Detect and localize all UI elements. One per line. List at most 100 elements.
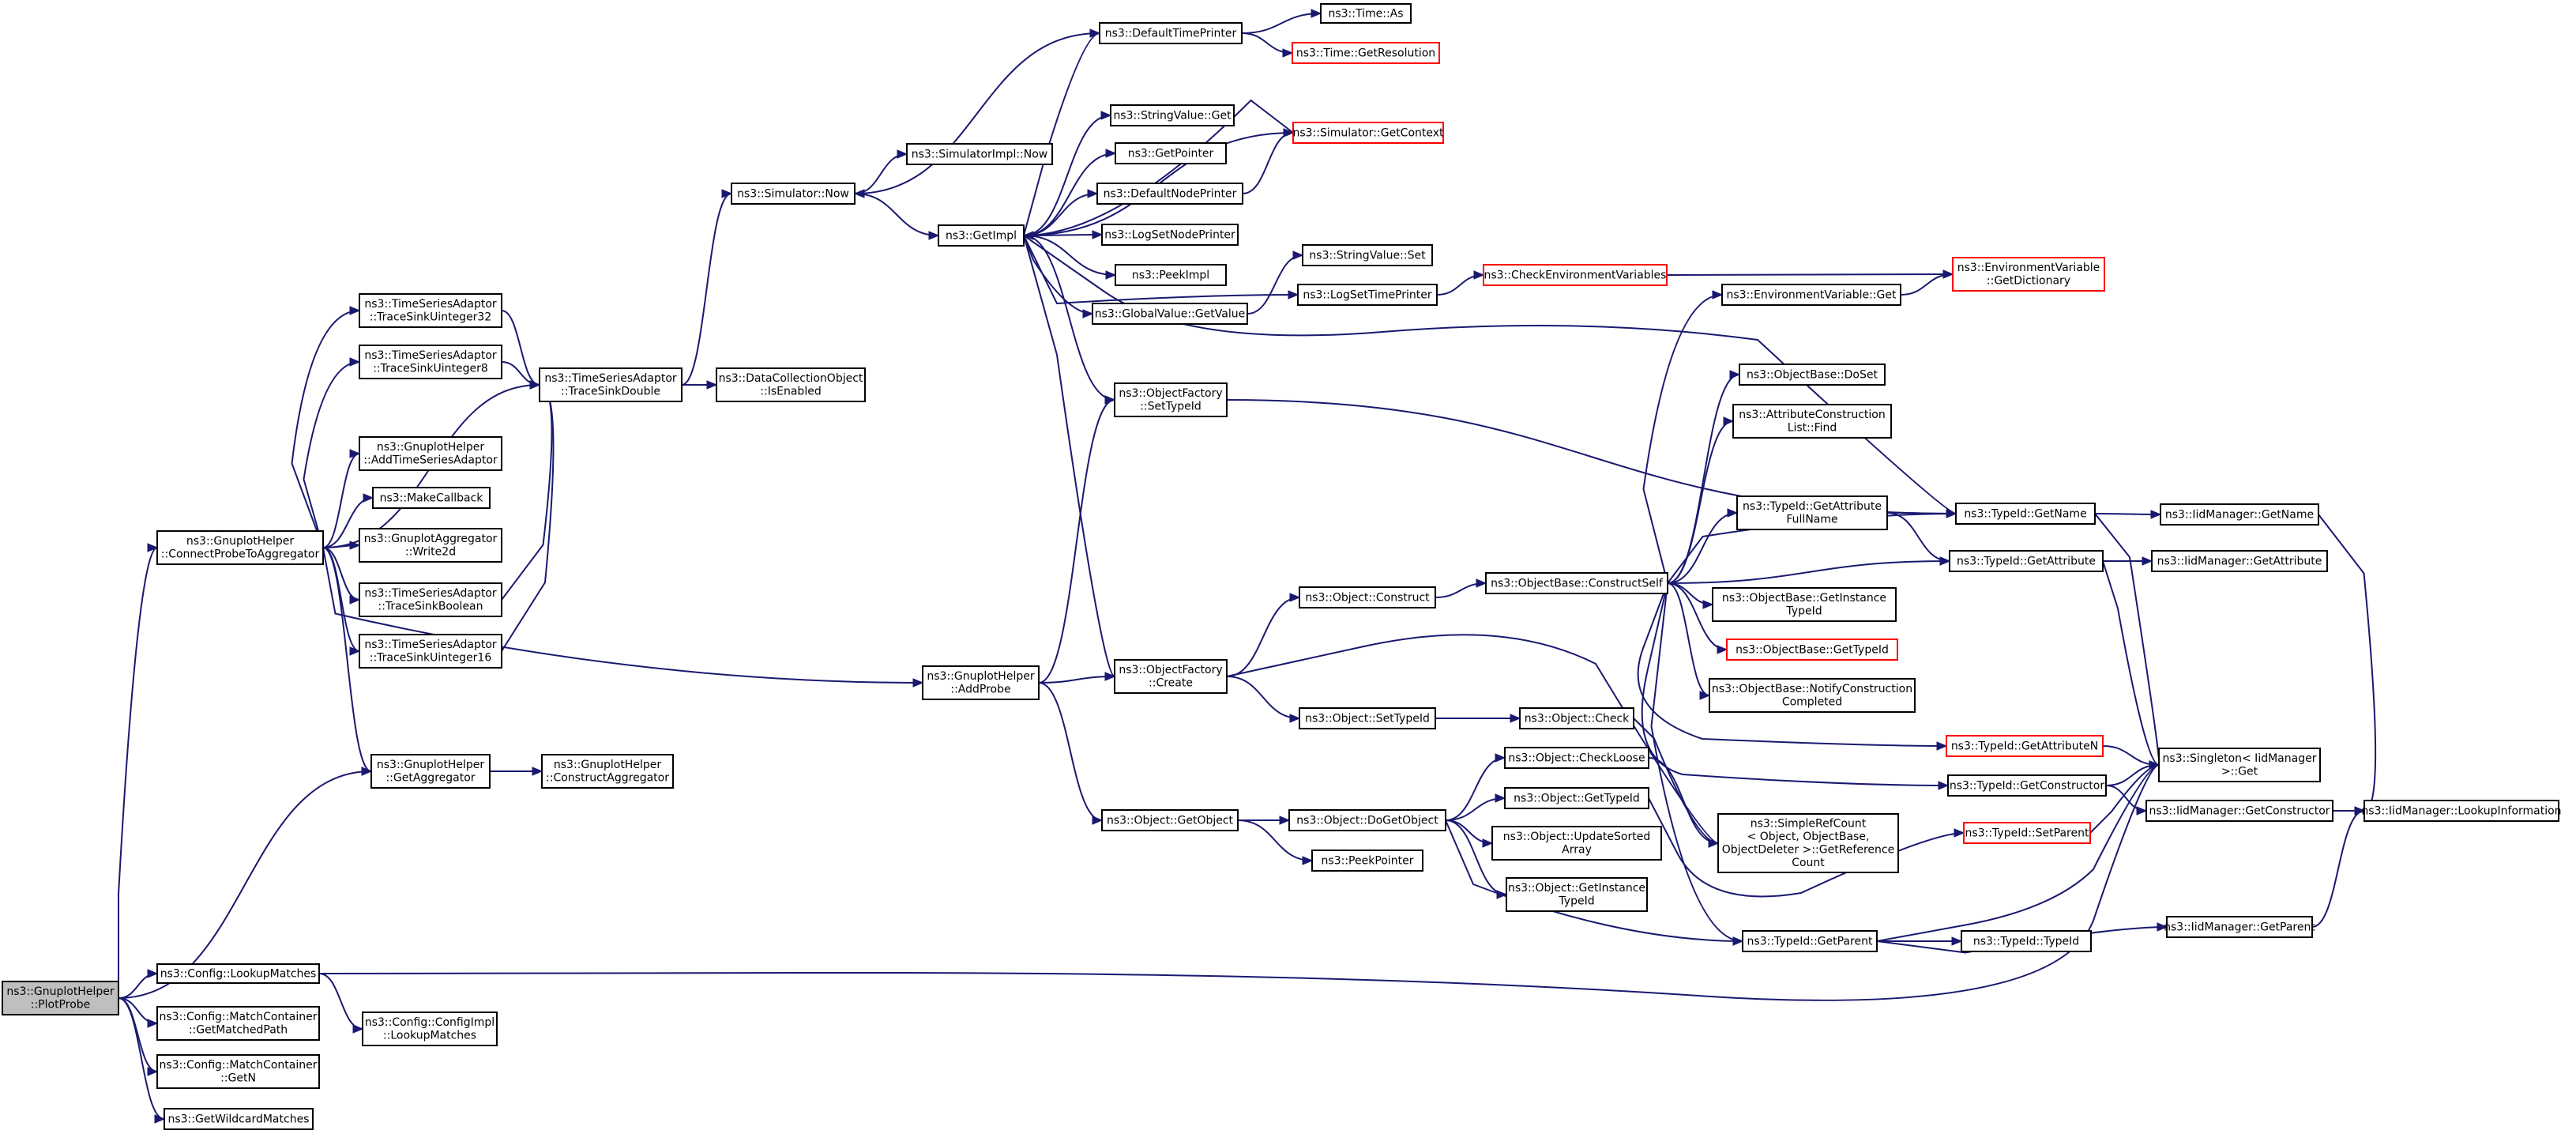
node-typeid-getattribute[interactable]: ns3::TypeId::GetAttribute — [1949, 550, 2104, 572]
node-deftimeprinter[interactable]: ns3::DefaultTimePrinter — [1099, 22, 1243, 44]
node-globalvalue-get[interactable]: ns3::GlobalValue::GetValue — [1092, 303, 1248, 325]
node-checkenv[interactable]: ns3::CheckEnvironmentVariables — [1483, 264, 1668, 286]
node-box — [2, 981, 119, 1015]
node-sim-now[interactable]: ns3::Simulator::Now — [731, 183, 856, 205]
node-box — [1485, 572, 1668, 594]
arrowhead-icon — [2136, 806, 2148, 816]
node-iid-getattribute[interactable]: ns3::IidManager::GetAttribute — [2151, 550, 2328, 572]
node-box — [1961, 930, 2092, 952]
node-envvar-get[interactable]: ns3::EnvironmentVariable::Get — [1721, 284, 1901, 306]
edge-line — [501, 384, 553, 601]
node-logsettimeprinter[interactable]: ns3::LogSetTimePrinter — [1297, 284, 1438, 306]
node-tsa-bool[interactable]: ns3::TimeSeriesAdaptor::TraceSinkBoolean — [359, 582, 502, 617]
node-box — [1115, 264, 1227, 286]
edge-connectprobe-to-write2d — [322, 541, 361, 550]
node-typeid-typeid[interactable]: ns3::TypeId::TypeId — [1961, 930, 2092, 952]
arrowhead-icon — [706, 380, 718, 390]
node-box — [716, 367, 866, 402]
node-plotprobe[interactable]: ns3::GnuplotHelper::PlotProbe — [2, 981, 119, 1015]
node-peekimpl[interactable]: ns3::PeekImpl — [1115, 264, 1227, 286]
arrowhead-icon — [1723, 416, 1735, 426]
node-makecallback[interactable]: ns3::MakeCallback — [372, 487, 491, 509]
node-mc-getn[interactable]: ns3::Config::MatchContainer::GetN — [156, 1054, 320, 1089]
node-connectprobe[interactable]: ns3::GnuplotHelper::ConnectProbeToAggreg… — [156, 530, 324, 565]
node-of-settypeid[interactable]: ns3::ObjectFactory::SetTypeId — [1114, 382, 1228, 417]
arrowhead-icon — [1495, 793, 1506, 803]
node-getpointer[interactable]: ns3::GetPointer — [1115, 142, 1227, 164]
arrowhead-icon — [2354, 806, 2366, 816]
node-typeid-setparent[interactable]: ns3::TypeId::SetParent — [1963, 822, 2091, 844]
node-typeid-getname[interactable]: ns3::TypeId::GetName — [1955, 503, 2096, 525]
arrowhead-icon — [1717, 645, 1728, 654]
node-object-construct[interactable]: ns3::Object::Construct — [1299, 586, 1436, 608]
node-box — [156, 1054, 320, 1089]
node-typeid-getparent[interactable]: ns3::TypeId::GetParent — [1742, 930, 1878, 952]
node-of-create[interactable]: ns3::ObjectFactory::Create — [1114, 659, 1228, 694]
node-stringvalue-set[interactable]: ns3::StringValue::Set — [1302, 244, 1433, 266]
node-label: ns3::GnuplotHelper — [186, 535, 294, 548]
node-logsetnodeprinter[interactable]: ns3::LogSetNodePrinter — [1101, 224, 1239, 246]
node-simplerefcount[interactable]: ns3::SimpleRefCount< Object, ObjectBase,… — [1717, 813, 1899, 873]
node-ob-constructself[interactable]: ns3::ObjectBase::ConstructSelf — [1485, 572, 1668, 594]
node-object-check[interactable]: ns3::Object::Check — [1519, 707, 1634, 729]
edge-line — [1038, 676, 1115, 684]
node-defnodeprinter[interactable]: ns3::DefaultNodePrinter — [1096, 183, 1243, 205]
node-box — [1504, 747, 1649, 769]
node-constructagg[interactable]: ns3::GnuplotHelper::ConstructAggregator — [541, 754, 674, 789]
node-label: Count — [1792, 857, 1825, 869]
node-box — [1320, 3, 1412, 24]
node-typeid-getconstructor[interactable]: ns3::TypeId::GetConstructor — [1947, 774, 2107, 797]
edge-ob-constructself-to-acl-find — [1667, 416, 1735, 584]
node-addprobe[interactable]: ns3::GnuplotHelper::AddProbe — [922, 665, 1040, 700]
node-box — [2145, 800, 2333, 822]
node-getaggregator[interactable]: ns3::GnuplotHelper::GetAggregator — [370, 754, 491, 789]
node-tsa-u32[interactable]: ns3::TimeSeriesAdaptor::TraceSinkUintege… — [359, 293, 502, 328]
node-ob-notify[interactable]: ns3::ObjectBase::NotifyConstructionCompl… — [1709, 678, 1916, 713]
edge-line — [322, 453, 360, 548]
node-getimpl[interactable]: ns3::GetImpl — [938, 224, 1025, 247]
node-peekpointer[interactable]: ns3::PeekPointer — [1311, 850, 1423, 872]
node-getwildcard[interactable]: ns3::GetWildcardMatches — [164, 1108, 314, 1130]
node-label: ::TraceSinkUinteger16 — [370, 652, 492, 665]
node-dco-isenabled[interactable]: ns3::DataCollectionObject::IsEnabled — [716, 367, 866, 402]
arrowhead-icon — [1942, 269, 1954, 279]
node-iid-getname[interactable]: ns3::IidManager::GetName — [2160, 503, 2319, 526]
node-envvar-getdict[interactable]: ns3::EnvironmentVariable::GetDictionary — [1952, 257, 2105, 292]
node-object-checkloose[interactable]: ns3::Object::CheckLoose — [1504, 747, 1649, 769]
node-iid-getparent[interactable]: ns3::IidManager::GetParent — [2164, 916, 2315, 938]
node-getmatchedpath[interactable]: ns3::Config::MatchContainer::GetMatchedP… — [156, 1006, 320, 1041]
node-time-getres[interactable]: ns3::Time::GetResolution — [1292, 42, 1440, 64]
node-box — [1732, 404, 1892, 439]
node-addtsa[interactable]: ns3::GnuplotHelper::AddTimeSeriesAdaptor — [359, 436, 502, 471]
node-time-as[interactable]: ns3::Time::As — [1320, 3, 1412, 24]
node-box — [1709, 678, 1916, 713]
node-configimpl-lookup[interactable]: ns3::Config::ConfigImpl::LookupMatches — [362, 1012, 498, 1046]
node-stringvalue-get[interactable]: ns3::StringValue::Get — [1110, 104, 1235, 126]
node-simimpl-now[interactable]: ns3::SimulatorImpl::Now — [906, 143, 1053, 165]
node-typeid-getattributen[interactable]: ns3::TypeId::GetAttributeN — [1946, 735, 2104, 757]
node-lookupmatches[interactable]: ns3::Config::LookupMatches — [156, 963, 320, 984]
node-object-settypeid[interactable]: ns3::Object::SetTypeId — [1299, 707, 1436, 729]
node-object-getobject[interactable]: ns3::Object::GetObject — [1101, 809, 1239, 831]
node-box — [1952, 257, 2105, 292]
node-object-gettypeid[interactable]: ns3::Object::GetTypeId — [1504, 787, 1649, 809]
node-tsa-u8[interactable]: ns3::TimeSeriesAdaptor::TraceSinkUintege… — [359, 345, 502, 379]
edge-line — [1023, 235, 1115, 677]
node-singleton-get[interactable]: ns3::Singleton< IidManager>::Get — [2158, 748, 2321, 782]
node-tsa-double[interactable]: ns3::TimeSeriesAdaptor::TraceSinkDouble — [539, 367, 683, 402]
node-ob-doset[interactable]: ns3::ObjectBase::DoSet — [1739, 364, 1886, 386]
node-object-dogetobject[interactable]: ns3::Object::DoGetObject — [1288, 809, 1446, 831]
edge-ob-constructself-to-typeid-getattributen — [1637, 582, 1948, 751]
node-sim-getcontext[interactable]: ns3::Simulator::GetContext — [1292, 122, 1444, 144]
node-label: ns3::TypeId::GetAttributeN — [1951, 740, 2098, 752]
node-iid-lookupinfo[interactable]: ns3::IidManager::LookupInformation — [2361, 800, 2562, 822]
node-write2d[interactable]: ns3::GnuplotAggregator::Write2d — [359, 528, 502, 563]
node-tsa-u16[interactable]: ns3::TimeSeriesAdaptor::TraceSinkUintege… — [359, 634, 502, 669]
node-iid-getconstructor[interactable]: ns3::IidManager::GetConstructor — [2145, 800, 2333, 822]
node-ob-gettypeid[interactable]: ns3::ObjectBase::GetTypeId — [1726, 639, 1898, 661]
